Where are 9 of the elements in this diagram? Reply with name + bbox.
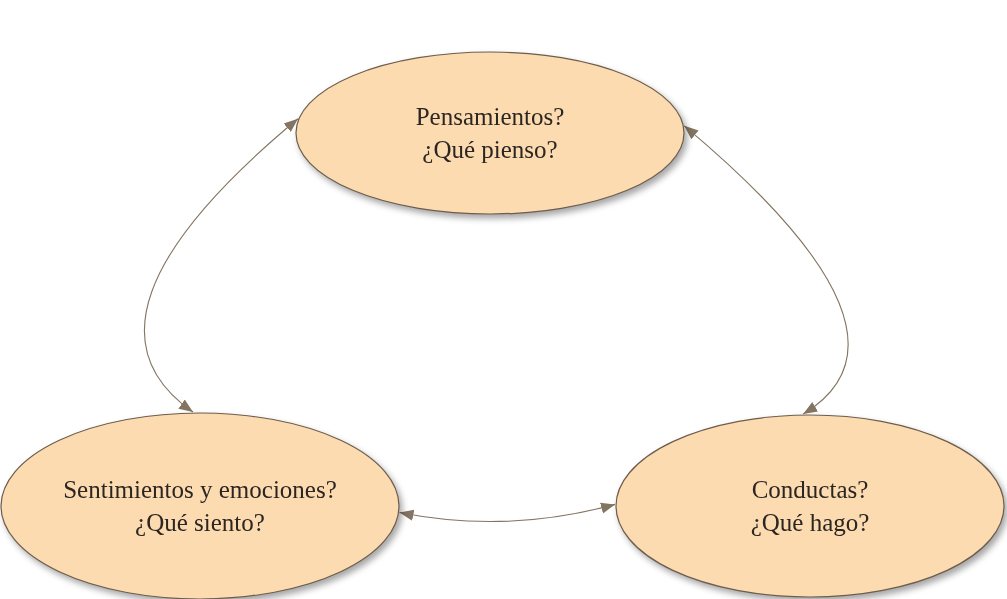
- node-text: ¿Qué siento?: [135, 508, 265, 538]
- node-text: Conductas?: [751, 475, 869, 505]
- double-arrow: [683, 125, 849, 415]
- node-text: Sentimientos y emociones?: [63, 475, 337, 505]
- double-arrow: [144, 118, 299, 413]
- node-text: Pensamientos?: [415, 102, 565, 132]
- node-text: ¿Qué hago?: [750, 508, 870, 538]
- node-text: ¿Qué pienso?: [422, 135, 558, 165]
- double-arrow: [398, 502, 616, 523]
